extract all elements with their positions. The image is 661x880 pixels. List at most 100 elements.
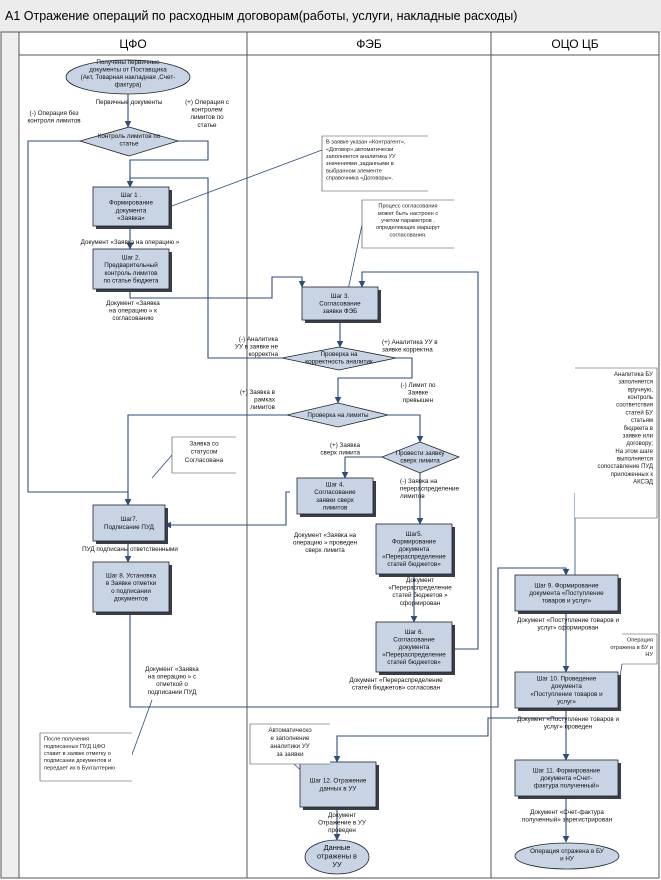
text-line: полученный» зарегистрирован bbox=[522, 816, 613, 824]
note-text: В заявке указан «Контрагент»,«Договор»,а… bbox=[326, 140, 406, 182]
text-line: корректность аналитик bbox=[305, 359, 373, 366]
text-line: на операцию » с bbox=[148, 674, 196, 681]
text-line: статей бюджетов» bbox=[387, 658, 441, 666]
step-box bbox=[375, 621, 453, 673]
text-line: определяющих маршрут bbox=[376, 225, 440, 231]
text-line: Шаг 9. Формирование bbox=[534, 582, 599, 589]
text-line: Шаг 6. bbox=[405, 629, 424, 636]
text-line: услуг» сформирован bbox=[537, 625, 599, 632]
text-line: Шаг 12. Отражение bbox=[310, 778, 367, 785]
text-line: по статье бюджета bbox=[103, 276, 159, 284]
text-line: «Заявка» bbox=[117, 215, 145, 222]
text-line: значениями ,заданными в bbox=[326, 161, 394, 167]
text-line: отметкой о bbox=[156, 680, 188, 688]
text-line: Формирование bbox=[392, 538, 436, 545]
step-box bbox=[296, 477, 374, 515]
end-ocb-terminal bbox=[514, 842, 620, 870]
step-box bbox=[92, 561, 170, 613]
text-line: Документ «Заявка на операцию » bbox=[81, 239, 180, 246]
text-line: данных в УУ bbox=[320, 785, 358, 792]
text-line: (+) Операция с bbox=[185, 99, 229, 106]
text-line: товаров и услуг» bbox=[542, 598, 592, 605]
text-line: контролем bbox=[191, 107, 222, 114]
text-line: сопоставление ПУД bbox=[598, 464, 653, 470]
text-line: Шаг 4. bbox=[326, 482, 345, 489]
text-line: Аналитика БУ bbox=[614, 372, 653, 378]
text-line: Проверка на лимиты bbox=[307, 412, 369, 419]
note-bracket bbox=[249, 723, 330, 765]
text-line: сверх лимита bbox=[400, 458, 440, 465]
text-line: Первичные документы bbox=[96, 99, 163, 106]
flow-lines bbox=[27, 94, 570, 843]
text-line: заполняется bbox=[618, 380, 653, 386]
text-line: отражена в БУ и bbox=[610, 645, 653, 651]
text-line: Документ bbox=[406, 577, 434, 584]
text-line: АКСЭД bbox=[633, 480, 653, 486]
text-line: документов bbox=[114, 595, 149, 602]
text-line: согласования. bbox=[389, 232, 426, 238]
text-line: «Договор»,автоматически bbox=[326, 147, 393, 153]
step-text: Шаг7.Подписание ПУД bbox=[104, 516, 155, 531]
step-box bbox=[514, 759, 619, 797]
text-line: выбранном элементе bbox=[326, 168, 382, 174]
note-bracket bbox=[361, 199, 454, 249]
text-line: заявке корректна bbox=[382, 347, 433, 354]
text-line: может быть настроен с bbox=[378, 211, 438, 217]
step-box bbox=[92, 504, 166, 542]
text-line: документа bbox=[116, 207, 147, 214]
text-line: соответствия bbox=[616, 403, 653, 409]
text-line: Процесс согласования bbox=[378, 204, 437, 210]
text-line: передает их в Бухгалтерию bbox=[44, 765, 115, 771]
text-line: Согласование bbox=[393, 636, 435, 643]
text-line: (+) Заявка bbox=[330, 442, 361, 449]
text-line: подписании ПУД bbox=[148, 689, 198, 696]
step-box bbox=[92, 248, 170, 290]
text-line: статье bbox=[198, 122, 217, 129]
text-line: перераспределение bbox=[400, 486, 459, 493]
flow-label-doc-request: Документ «Заявка на операцию » bbox=[81, 239, 180, 246]
title-bar bbox=[0, 0, 661, 32]
decision-limits-article bbox=[78, 126, 180, 157]
text-line: Заявке bbox=[408, 390, 429, 397]
text-line: за заявки bbox=[276, 751, 304, 758]
text-line: вручную, bbox=[628, 387, 653, 393]
lane-header-feb: ФЭБ bbox=[356, 37, 382, 51]
diagram-title: A1 Отражение операций по расходным догов… bbox=[5, 9, 517, 23]
text-line: услуг» bbox=[557, 698, 576, 705]
text-line: статусом bbox=[191, 449, 218, 456]
text-line: ПУД подписаны ответственными bbox=[82, 546, 178, 553]
flow-label-primary-docs: Первичные документы bbox=[96, 99, 163, 106]
text-line: статьям bbox=[631, 418, 653, 424]
text-line: рамках bbox=[254, 397, 276, 404]
text-line: подписанных ПУД ЦФО bbox=[44, 744, 106, 750]
text-line: о подписании bbox=[111, 588, 151, 595]
text-line: проведен bbox=[328, 827, 356, 834]
text-line: «Перераспределение bbox=[388, 585, 452, 592]
text-line: е заполнение bbox=[271, 735, 310, 742]
